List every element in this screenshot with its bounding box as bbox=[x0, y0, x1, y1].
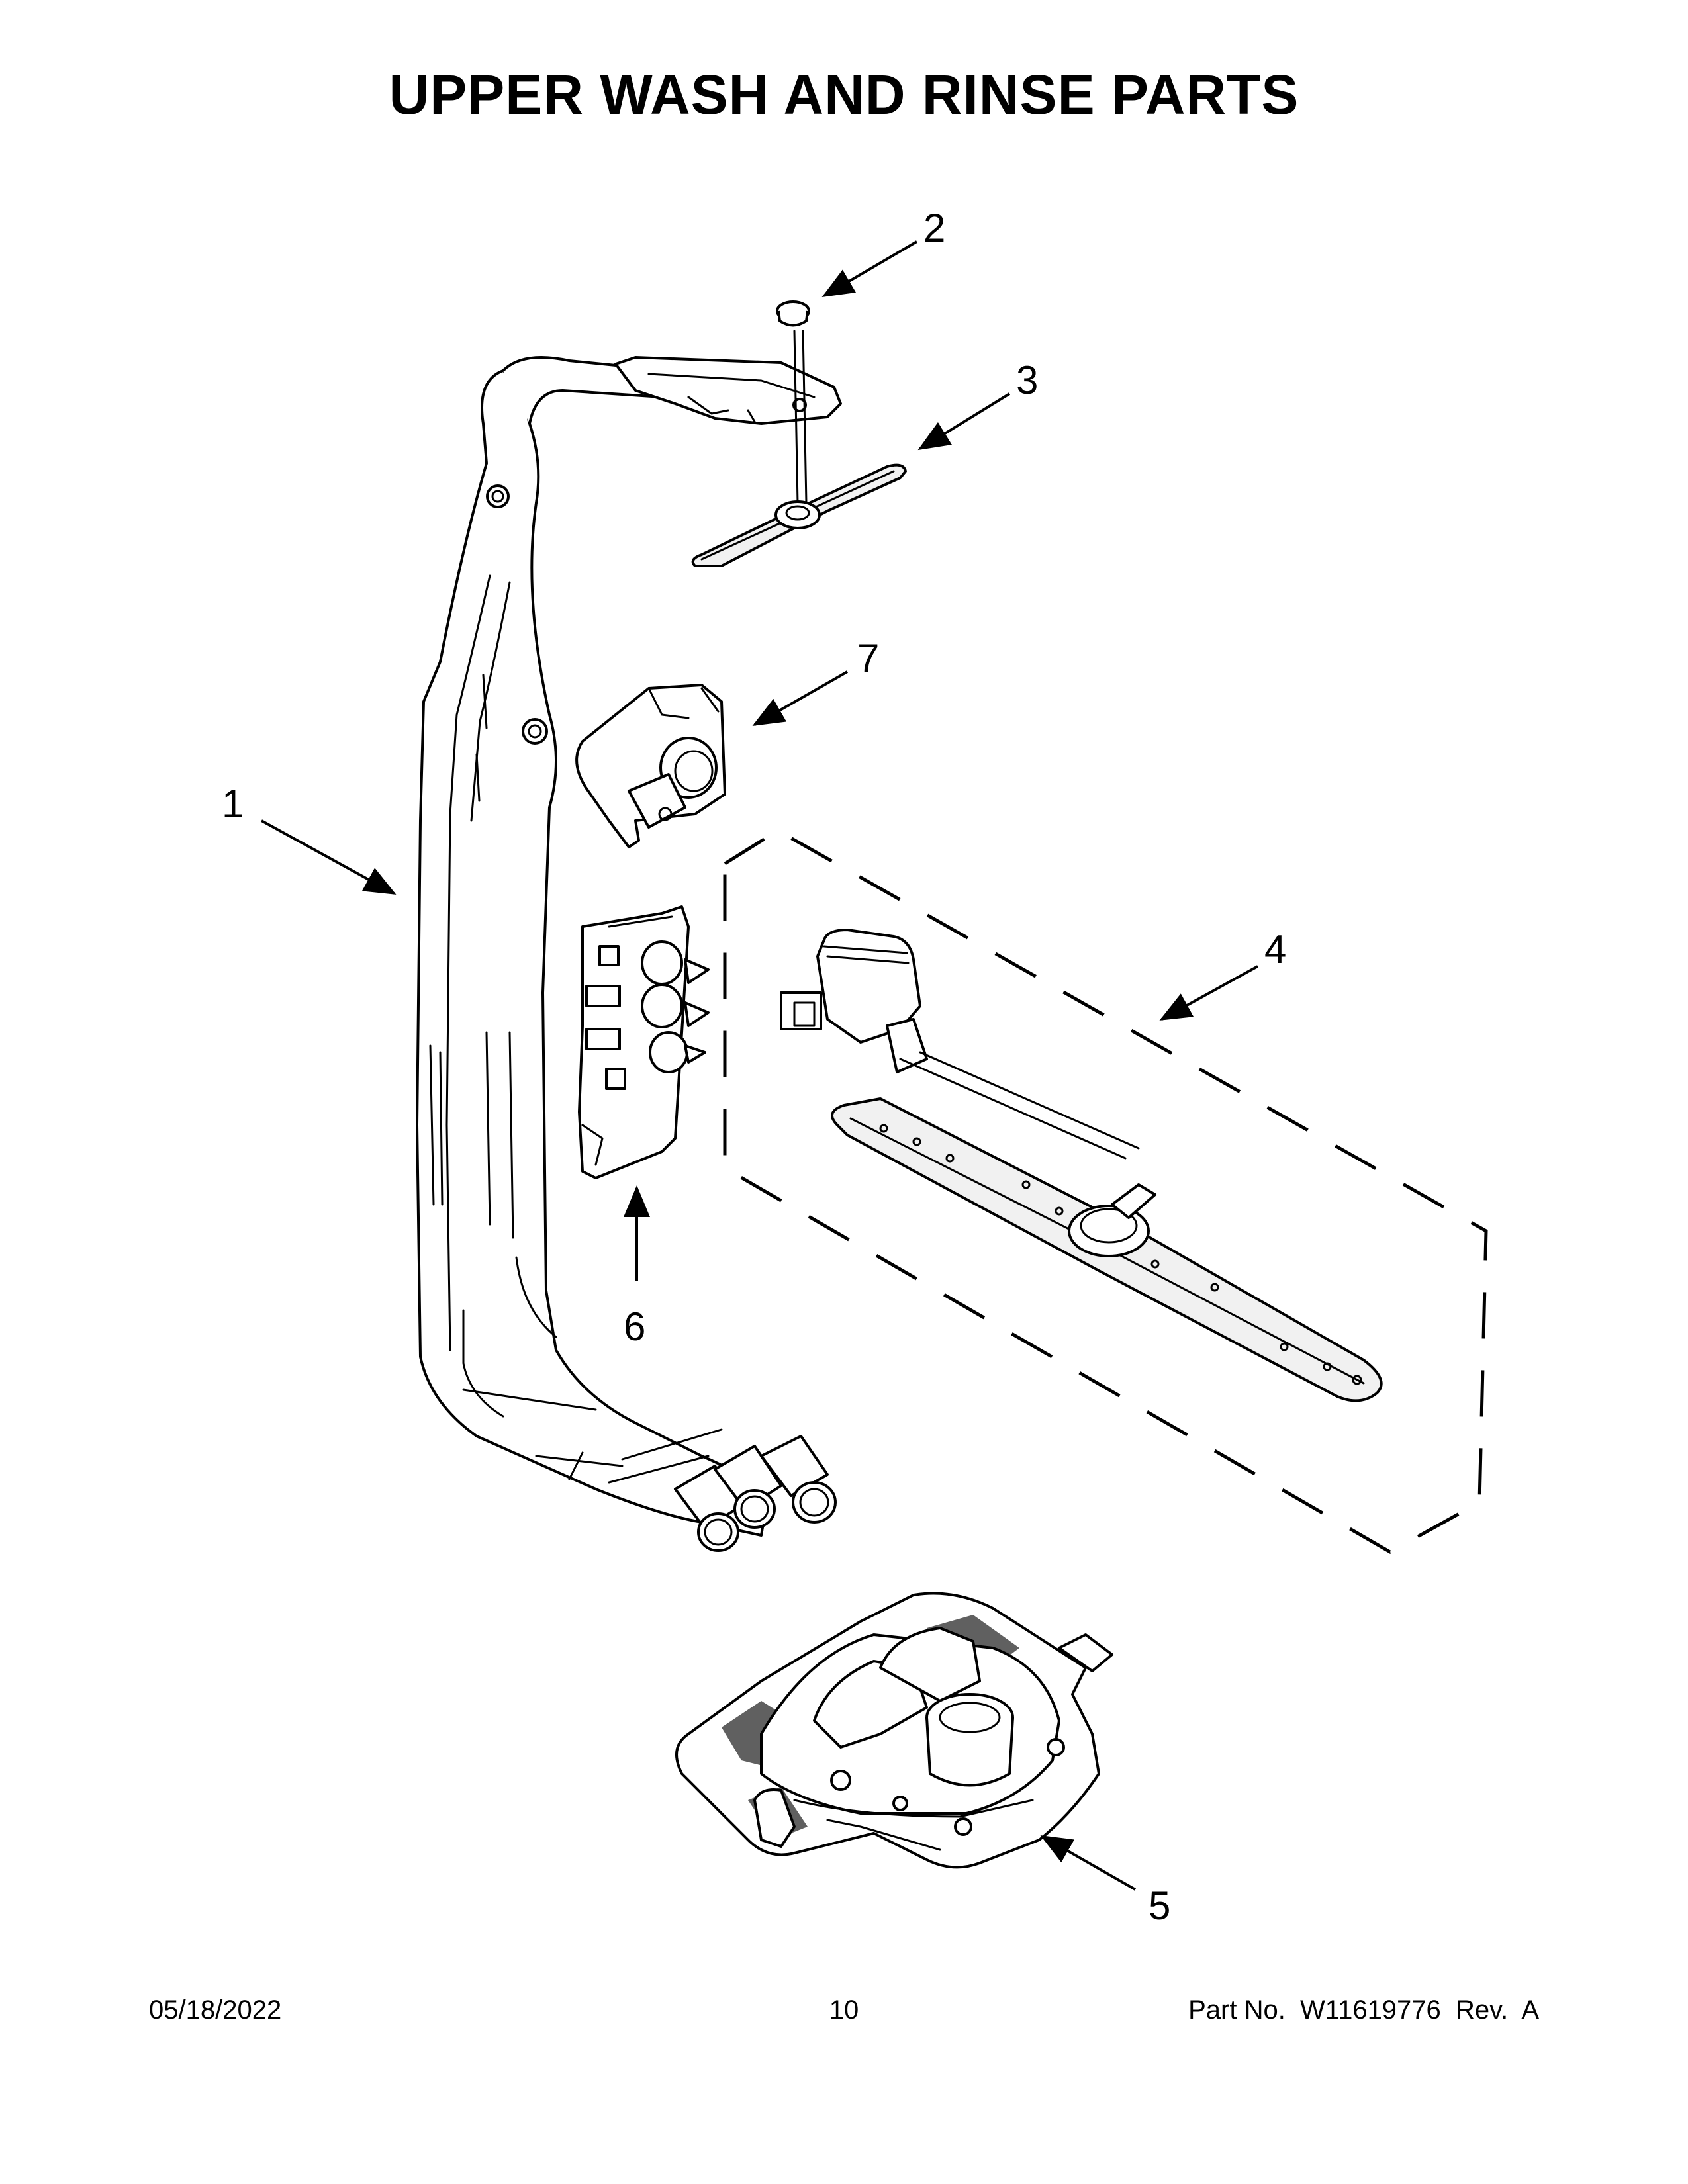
hose-outlet-right bbox=[760, 1435, 837, 1524]
callout-arrow-2 bbox=[821, 240, 918, 298]
part-3-upper-spray-arm[interactable] bbox=[691, 463, 907, 567]
part-5-sump-assembly[interactable] bbox=[675, 1592, 1113, 1869]
part-2-cap[interactable] bbox=[776, 300, 810, 504]
callout-2: 2 bbox=[923, 206, 945, 250]
part-7-diverter[interactable] bbox=[575, 684, 726, 848]
callout-arrow-1 bbox=[261, 819, 397, 895]
callout-1: 1 bbox=[222, 782, 244, 826]
part-4-lower-spray-arm-assembly[interactable] bbox=[723, 829, 1488, 1554]
footer-page-number: 10 bbox=[829, 1995, 859, 2025]
callout-3: 3 bbox=[1016, 358, 1038, 402]
footer-part-number: Part No. W11619776 Rev. A bbox=[1188, 1995, 1539, 2025]
part-1-manifold-conduit[interactable] bbox=[416, 356, 842, 1552]
callout-4: 4 bbox=[1264, 927, 1286, 972]
page-title: UPPER WASH AND RINSE PARTS bbox=[389, 64, 1299, 126]
callout-7: 7 bbox=[857, 636, 879, 680]
footer-date: 05/18/2022 bbox=[149, 1995, 282, 2025]
callout-6: 6 bbox=[624, 1304, 645, 1349]
callout-arrow-4 bbox=[1159, 965, 1258, 1021]
callout-5: 5 bbox=[1149, 1884, 1170, 1928]
callout-arrow-7 bbox=[752, 670, 848, 726]
callout-arrow-3 bbox=[917, 392, 1011, 451]
part-6-valve-assembly[interactable] bbox=[578, 905, 710, 1179]
callout-arrow-5 bbox=[1040, 1835, 1136, 1891]
